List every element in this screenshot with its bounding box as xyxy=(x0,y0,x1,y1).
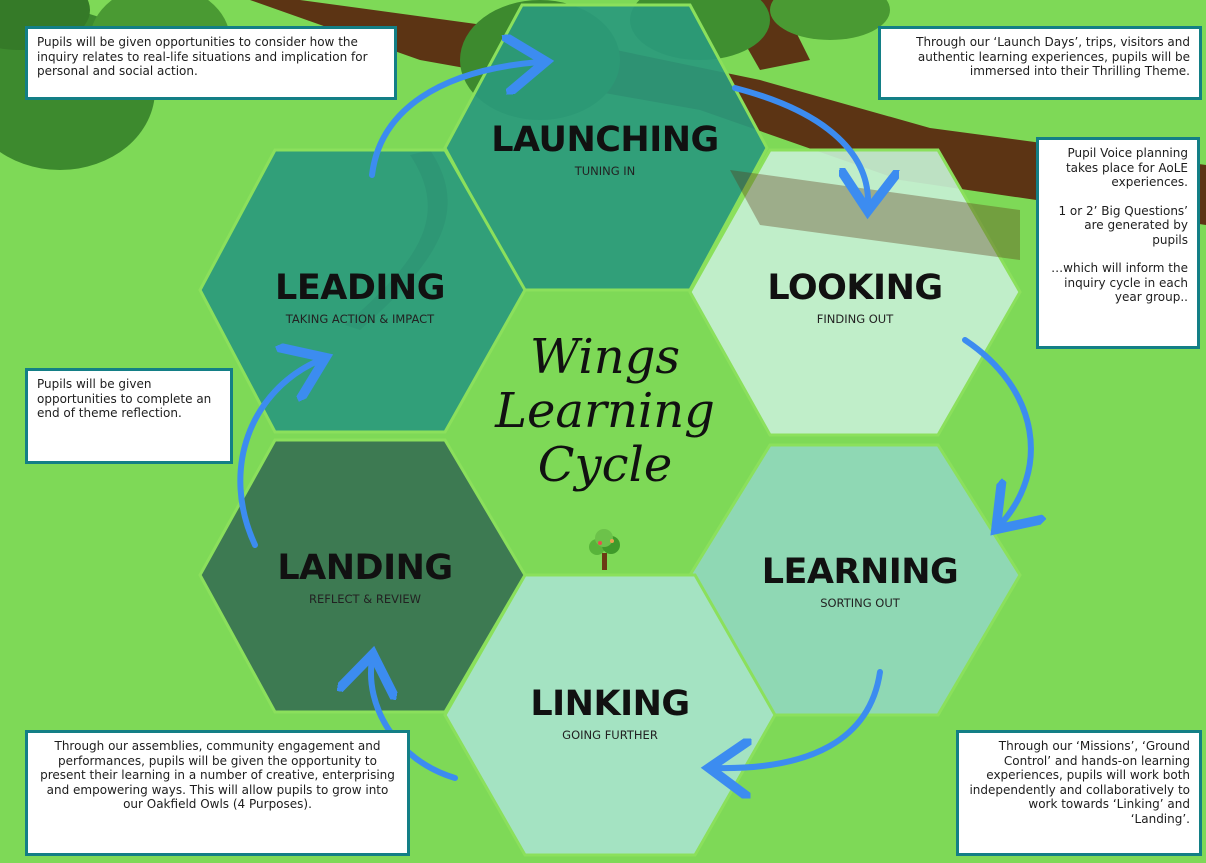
stage-subtitle-leading: TAKING ACTION & IMPACT xyxy=(285,312,435,326)
stage-subtitle-learning: SORTING OUT xyxy=(820,596,900,610)
hexagon-linking xyxy=(443,573,777,857)
arrow-landing-to-leading xyxy=(237,360,320,548)
tree-icon xyxy=(589,529,620,570)
hexagon-landing xyxy=(198,438,527,714)
stage-title-launching: LAUNCHING xyxy=(491,120,719,160)
cycle-title-line-2: Learning xyxy=(495,383,715,439)
stage-leading: LEADING TAKING ACTION & IMPACT xyxy=(230,268,490,326)
hexagon-looking xyxy=(688,148,1022,437)
note-bottom-right: Through our ‘Missions’, ‘Ground Control’… xyxy=(956,730,1202,856)
cycle-arrows xyxy=(237,62,1031,781)
cycle-title: Wings Learning Cycle xyxy=(470,330,740,492)
stage-looking: LOOKING FINDING OUT xyxy=(725,268,985,326)
note-top-right: Through our ‘Launch Days’, trips, visito… xyxy=(878,26,1202,100)
stage-learning: LEARNING SORTING OUT xyxy=(730,552,990,610)
stage-linking: LINKING GOING FURTHER xyxy=(480,684,740,742)
stage-title-looking: LOOKING xyxy=(767,268,943,308)
stage-title-learning: LEARNING xyxy=(761,552,959,592)
stage-landing: LANDING REFLECT & REVIEW xyxy=(235,548,495,606)
note-bottom-left: Through our assemblies, community engage… xyxy=(25,730,410,856)
cycle-title-line-3: Cycle xyxy=(537,437,673,493)
stage-subtitle-landing: REFLECT & REVIEW xyxy=(308,592,422,606)
stage-subtitle-looking: FINDING OUT xyxy=(816,312,894,326)
stage-subtitle-linking: GOING FURTHER xyxy=(562,728,658,742)
note-right-text-2: 1 or 2’ Big Questions’ are generated by … xyxy=(1058,203,1188,247)
note-left-mid-text: Pupils will be given opportunities to co… xyxy=(37,377,212,420)
arrow-learning-to-linking xyxy=(715,669,883,768)
arrow-launching-to-looking xyxy=(732,85,868,205)
note-top-right-text: Through our ‘Launch Days’, trips, visito… xyxy=(916,35,1190,78)
stage-subtitle-launching: TUNING IN xyxy=(574,164,636,178)
stage-title-linking: LINKING xyxy=(530,684,690,724)
arrow-linking-to-landing xyxy=(371,660,458,781)
note-left-mid: Pupils will be given opportunities to co… xyxy=(25,368,233,464)
note-top-left: Pupils will be given opportunities to co… xyxy=(25,26,397,100)
stage-title-landing: LANDING xyxy=(277,548,453,588)
cycle-title-line-1: Wings xyxy=(529,329,681,385)
note-right-text-3: …which will inform the inquiry cycle in … xyxy=(1051,261,1188,304)
stage-launching: LAUNCHING TUNING IN xyxy=(475,120,735,178)
stage-title-leading: LEADING xyxy=(275,268,445,308)
note-right-text-1: Pupil Voice planning takes place for AoL… xyxy=(1065,146,1188,189)
arrow-looking-to-learning xyxy=(962,337,1031,525)
note-bottom-left-text: Through our assemblies, community engage… xyxy=(40,739,395,811)
note-bottom-right-text: Through our ‘Missions’, ‘Ground Control’… xyxy=(969,739,1190,826)
note-right: Pupil Voice planning takes place for AoL… xyxy=(1036,137,1200,349)
arrow-leading-to-launching xyxy=(369,62,540,178)
note-top-left-text: Pupils will be given opportunities to co… xyxy=(37,35,368,78)
